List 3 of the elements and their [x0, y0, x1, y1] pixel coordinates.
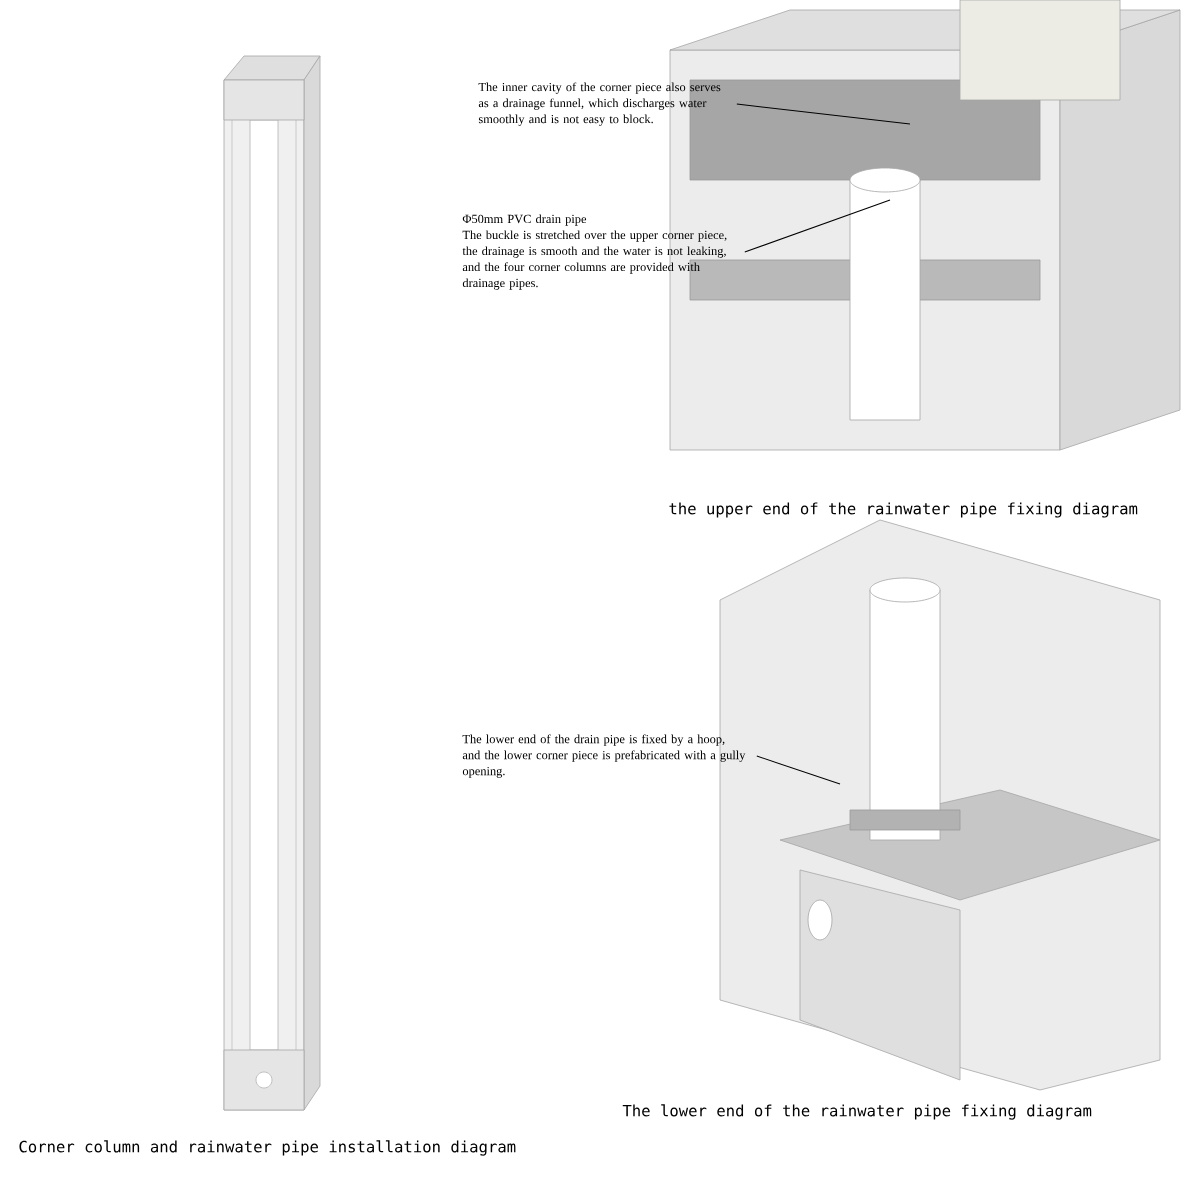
leader-line — [744, 199, 891, 253]
leader-line — [736, 103, 911, 125]
leader-line — [756, 755, 841, 785]
